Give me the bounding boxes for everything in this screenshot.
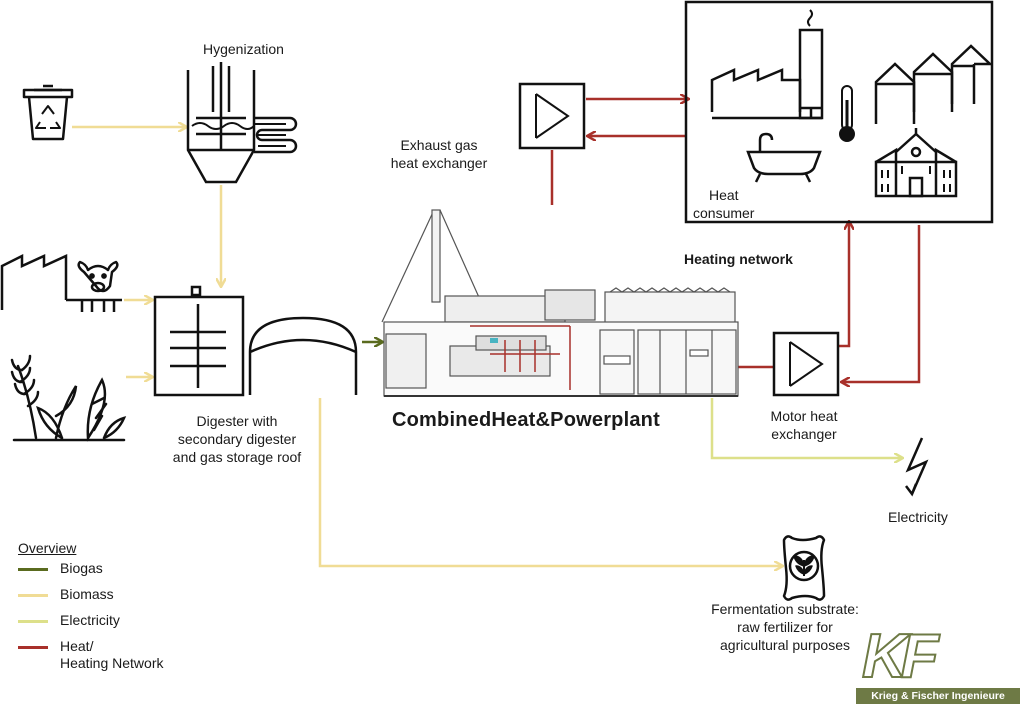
heat-flow-motor-hx-to-consumer (838, 222, 849, 348)
legend-label-biomass: Biomass (60, 586, 114, 602)
motor-heat-exchanger-icon (772, 331, 840, 397)
kf-logo-tagline: Krieg & Fischer Ingenieure GmbH (856, 688, 1020, 718)
lightning-icon (905, 437, 929, 497)
heat-consumer-box (684, 0, 994, 224)
cow-icon (66, 260, 122, 312)
legend-label-heat: Heat/ Heating Network (60, 638, 164, 672)
gas-storage-roof-icon (248, 316, 358, 395)
legend-item-biomass: Biomass (18, 586, 164, 612)
digester-label-line1: Digester with (196, 413, 278, 429)
heat-flows (550, 99, 921, 382)
fertilizer-bag-icon (782, 535, 826, 601)
school-icon (874, 128, 958, 198)
legend-swatch-heat (18, 646, 48, 649)
bathtub-icon (746, 132, 822, 183)
motor-hx-label-line1: Motor heat (770, 408, 838, 424)
kf-logo-letters: KF (861, 622, 940, 691)
legend-item-electricity: Electricity (18, 612, 164, 638)
hygenization-tank-icon (186, 62, 298, 184)
digester-icon (153, 285, 245, 397)
legend-label-biogas: Biogas (60, 560, 103, 576)
heating-network-label: Heating network (684, 251, 793, 267)
digester-label-line3: and gas storage roof (172, 449, 302, 465)
biogas-process-diagram (0, 0, 994, 601)
legend-item-biogas: Biogas (18, 560, 164, 586)
exhaust-gas-hx-label-line2: heat exchanger (390, 155, 488, 171)
heat-consumer-label: Heat consumer (693, 186, 754, 222)
thermometer-icon (839, 85, 855, 142)
legend-swatch-biogas (18, 568, 48, 571)
industry-icon (710, 9, 824, 120)
motor-hx-label-line2: exchanger (771, 426, 837, 442)
substrate-flow-to-fertilizer (318, 398, 782, 566)
plants-icon (10, 354, 127, 442)
heat-consumer-label-line1: Heat (709, 187, 739, 203)
electricity-flow-chp-to-grid (710, 398, 902, 458)
legend-label-electricity: Electricity (60, 612, 120, 628)
silos-icon (874, 44, 994, 124)
heat-flow-consumer-to-motor-hx (842, 225, 921, 382)
digester-label: Digester with secondary digester and gas… (162, 412, 312, 466)
exhaust-heat-exchanger-icon (518, 82, 586, 150)
hygenization-label: Hygenization (203, 41, 284, 57)
motor-hx-label: Motor heat exchanger (760, 407, 848, 443)
legend-swatch-biomass (18, 594, 48, 597)
legend-label-heat-line1: Heat/ (60, 638, 94, 654)
legend: Overview Biogas Biomass Electricity Heat… (18, 540, 164, 678)
digester-label-line2: secondary digester (177, 431, 297, 447)
fermentation-label-line2: raw fertilizer for (737, 619, 833, 635)
fermentation-substrate-label: Fermentation substrate: raw fertilizer f… (700, 600, 870, 654)
fermentation-label-line1: Fermentation substrate: (711, 601, 859, 617)
biomass-flows (72, 127, 782, 566)
legend-item-heat: Heat/ Heating Network (18, 638, 164, 678)
factory-icon (0, 253, 68, 310)
recycle-bin-icon (22, 84, 74, 141)
chp-engine-icon (381, 209, 739, 397)
exhaust-gas-hx-label-line1: Exhaust gas (400, 137, 478, 153)
electricity-flows (710, 398, 902, 458)
chp-title: CombinedHeat&Powerplant (392, 409, 660, 431)
electricity-label: Electricity (888, 509, 948, 525)
fermentation-label-line3: agricultural purposes (720, 637, 850, 653)
legend-label-heat-line2: Heating Network (60, 655, 164, 671)
legend-swatch-electricity (18, 620, 48, 623)
heat-consumer-label-line2: consumer (693, 205, 755, 221)
exhaust-gas-hx-label: Exhaust gas heat exchanger (384, 136, 494, 172)
legend-title: Overview (18, 540, 77, 556)
